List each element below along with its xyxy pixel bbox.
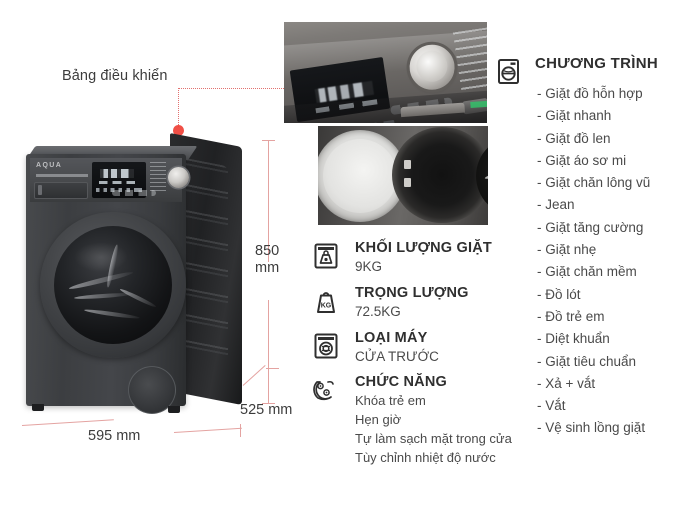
washing-machine-product-photo: AQUA	[18, 122, 250, 420]
spec-value: 72.5KG	[355, 304, 401, 319]
spec-title: TRỌNG LƯỢNG	[355, 285, 469, 301]
program-item: - Vệ sinh lồng giặt	[537, 420, 646, 436]
program-item: - Giặt áo sơ mi	[537, 152, 627, 168]
panel-green-accent	[470, 100, 487, 109]
control-panel-callout-label: Bảng điều khiển	[62, 68, 168, 84]
aqua-brand-logo: AQUA	[36, 162, 63, 169]
width-dimension-line-left	[21, 419, 114, 426]
brand-subtext	[36, 174, 88, 177]
program-item: - Diệt khuẩn	[537, 331, 610, 347]
drum-fin	[83, 308, 141, 320]
functions-title: CHỨC NĂNG	[355, 374, 447, 390]
drum-fin	[484, 164, 488, 181]
depth-dimension-cap	[266, 368, 279, 370]
machine-display-digits	[100, 169, 134, 178]
callout-leader-horizontal	[178, 88, 286, 89]
panel-program-text-list	[452, 27, 487, 94]
spec-weight-text: TRỌNG LƯỢNG 72.5KG	[355, 285, 469, 320]
height-value: 850	[255, 243, 280, 259]
door-hinge	[404, 178, 411, 187]
callout-marker-dot	[173, 125, 184, 136]
height-dimension-line-upper	[268, 140, 269, 262]
wash-capacity-icon	[313, 242, 339, 270]
drum-fin	[68, 270, 134, 291]
spec-value: 9KG	[355, 259, 383, 274]
weight-kg-icon: KG	[313, 287, 339, 315]
open-door-panel	[318, 130, 406, 222]
height-dimension-line-lower	[268, 300, 269, 404]
program-item: - Đồ lót	[537, 286, 581, 302]
callout-leader-vertical	[178, 88, 179, 127]
program-item: - Xả + vắt	[537, 375, 596, 391]
svg-text:KG: KG	[321, 303, 332, 310]
program-item: - Giặt chăn mềm	[537, 264, 637, 280]
programs-list: - Giặt đồ hỗn hợp - Giặt nhanh - Giặt đồ…	[537, 83, 650, 440]
drum-fin	[119, 287, 157, 309]
machine-display-icon-row	[96, 188, 142, 192]
program-item: - Đồ trẻ em	[537, 308, 605, 324]
program-item: - Giặt tiêu chuẩn	[537, 353, 637, 369]
programs-title: CHƯƠNG TRÌNH	[535, 55, 658, 72]
height-dimension-label: 850 mm	[255, 243, 279, 277]
function-item: Tùy chỉnh nhiệt độ nước	[355, 450, 496, 465]
height-unit: mm	[255, 260, 280, 276]
machine-display-indicators	[99, 181, 135, 184]
control-panel-photo	[284, 22, 487, 123]
machine-door-glass	[54, 226, 172, 344]
width-dimension-cap	[240, 424, 242, 437]
functions-text: CHỨC NĂNG Khóa trẻ em Hẹn giờ Tự làm sạc…	[355, 374, 512, 467]
drum-photo	[318, 126, 488, 225]
height-dimension-cap-top	[262, 140, 275, 142]
drum-fin	[73, 291, 133, 301]
glass-reflection	[74, 242, 128, 272]
width-dimension-label: 595 mm	[88, 428, 141, 444]
program-item: - Jean	[537, 197, 575, 213]
program-item: - Giặt đồ hỗn hợp	[537, 86, 643, 101]
spec-value: CỬA TRƯỚC	[355, 349, 439, 364]
program-item: - Giặt đồ len	[537, 130, 611, 146]
program-item: - Vắt	[537, 398, 566, 414]
spec-title: LOẠI MÁY	[355, 330, 428, 346]
control-panel-surface	[284, 22, 487, 123]
machine-type-icon	[313, 332, 339, 360]
machine-foot	[168, 406, 180, 413]
machine-button-row	[112, 190, 156, 196]
spec-wash-capacity-text: KHỐI LƯỢNG GIẶT 9KG	[355, 240, 492, 275]
machine-led-display	[92, 162, 146, 198]
function-item: Khóa trẻ em	[355, 393, 426, 408]
depth-dimension-label: 525 mm	[240, 402, 293, 418]
width-dimension-line-right	[173, 427, 242, 433]
program-item: - Giặt tăng cường	[537, 219, 644, 235]
height-dimension-cap-bottom	[262, 403, 275, 405]
spec-title: KHỐI LƯỢNG GIẶT	[355, 240, 492, 256]
washing-machine-icon	[497, 58, 521, 86]
function-item: Tự làm sạch mặt trong cửa	[355, 431, 512, 446]
side-panel-vents	[180, 156, 228, 373]
program-item: - Giặt nhẹ	[537, 242, 597, 258]
function-item: Hẹn giờ	[355, 412, 402, 427]
program-item: - Giặt chăn lông vũ	[537, 175, 651, 191]
machine-door-ring	[40, 212, 186, 358]
detergent-drawer	[34, 182, 88, 199]
functions-gear-icon	[313, 376, 339, 404]
program-item: - Giặt nhanh	[537, 108, 612, 124]
machine-foot	[32, 404, 44, 411]
door-hinge	[404, 160, 411, 169]
drum-opening-rim	[392, 127, 488, 223]
machine-program-dial	[168, 167, 189, 188]
spec-machine-type-text: LOẠI MÁY CỬA TRƯỚC	[355, 330, 439, 365]
machine-program-text-list	[150, 162, 166, 192]
